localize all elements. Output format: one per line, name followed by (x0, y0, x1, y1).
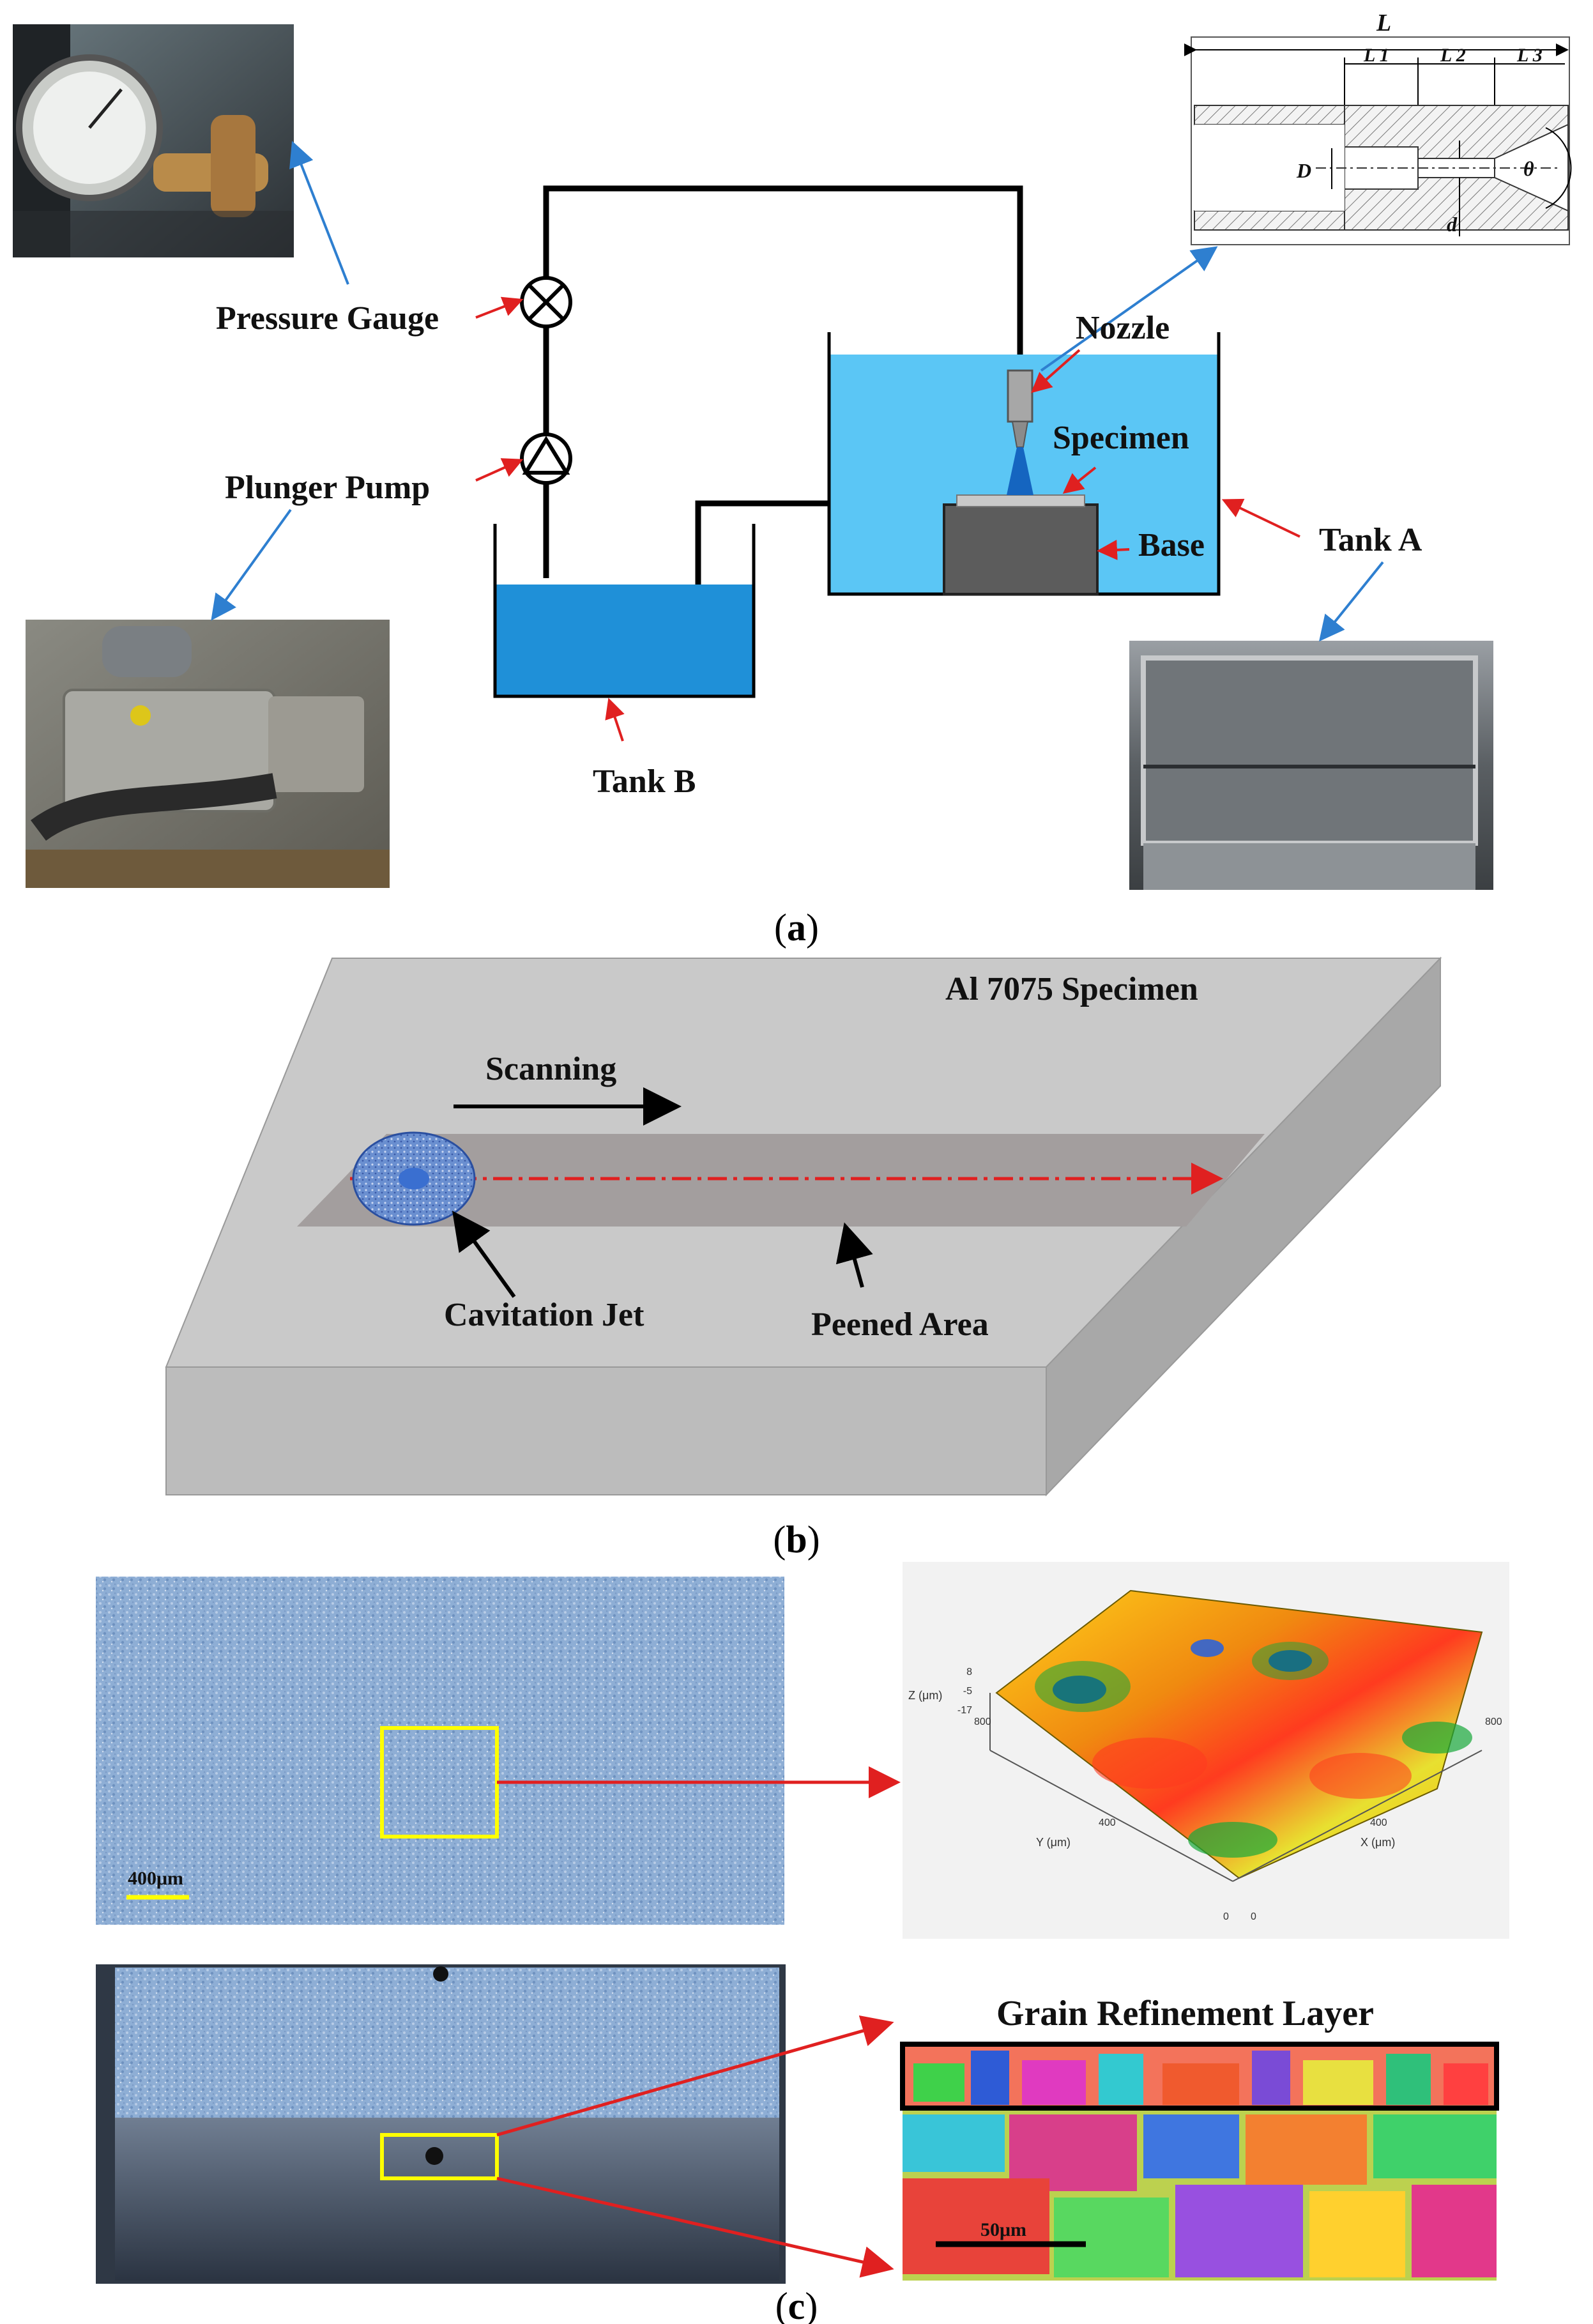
label-tank-a: Tank A (1319, 522, 1422, 558)
arrow-to-grain-bottom (496, 2176, 894, 2278)
scale-label-surface: 400μm (128, 1868, 183, 1889)
tick-800-left: 800 (974, 1716, 991, 1727)
dim-theta: θ (1523, 157, 1534, 180)
pointer-peened-area (835, 1222, 873, 1288)
label-pressure-gauge: Pressure Gauge (216, 300, 439, 337)
dim-D: D (1296, 159, 1311, 182)
tick-400-y: 400 (1099, 1817, 1116, 1828)
tank-a (827, 332, 1221, 596)
label-scanning: Scanning (485, 1051, 616, 1087)
blue-pointers (211, 141, 1384, 642)
dim-L3: L 3 (1516, 45, 1543, 66)
pressure-gauge-symbol (520, 276, 572, 328)
specimen-block-photo (96, 1964, 786, 2284)
label-peened-area: Peened Area (811, 1306, 989, 1343)
pressure-gauge-photo (13, 24, 294, 257)
refinement-layer-box (900, 2042, 1499, 2111)
label-specimen-title: Al 7075 Specimen (945, 971, 1198, 1007)
pump-symbol (520, 432, 572, 485)
pipe-network (543, 185, 1023, 597)
3d-surface-profile: 8 -5 -17 Z (μm) 800 800 400 400 Y (μm) X… (903, 1562, 1509, 1939)
caption-b: (b) (773, 1518, 819, 1561)
caption-a: (a) (774, 906, 819, 949)
x-axis-label: X (μm) (1361, 1836, 1395, 1849)
pointer-cavitation-jet (452, 1211, 516, 1298)
tick-0-x: 0 (1251, 1911, 1256, 1922)
specimen-side-face (1046, 956, 1441, 1497)
z-axis-label: Z (μm) (908, 1689, 942, 1702)
arrow-to-grain-top (496, 2015, 894, 2137)
specimen-plate (956, 494, 1085, 507)
specimen-front-face (165, 1366, 1047, 1495)
red-pointers (475, 296, 1300, 742)
dim-L1: L 1 (1363, 45, 1389, 66)
nozzle-drawing: L L 1 L 2 L 3 D d θ (1184, 10, 1572, 245)
z-tick-2: -5 (963, 1686, 972, 1697)
tank-a-photo (1129, 641, 1493, 890)
tick-400-x: 400 (1370, 1817, 1387, 1828)
plunger-pump-photo (26, 620, 390, 888)
label-grain-refinement: Grain Refinement Layer (996, 1994, 1374, 2033)
label-cavitation-jet: Cavitation Jet (444, 1297, 644, 1333)
tick-0-y: 0 (1223, 1911, 1229, 1922)
y-axis-label: Y (μm) (1036, 1836, 1071, 1849)
panel-b: Al 7075 Specimen Scanning Cavitation Jet… (165, 956, 1442, 1561)
tick-800-right: 800 (1485, 1716, 1502, 1727)
panel-a: L L 1 L 2 L 3 D d θ (13, 10, 1572, 949)
label-nozzle: Nozzle (1076, 310, 1170, 346)
z-tick-1: 8 (966, 1667, 972, 1678)
highlight-box-section (380, 2133, 499, 2180)
cavitation-jet-stream (1007, 447, 1033, 495)
base-block (943, 503, 1099, 595)
dim-d: d (1447, 213, 1458, 236)
label-plunger-pump: Plunger Pump (225, 470, 430, 506)
tank-b (493, 524, 756, 698)
dim-L: L (1376, 10, 1391, 36)
dim-L2: L 2 (1440, 45, 1466, 66)
grain-map: 50μm (900, 2042, 1499, 2281)
scale-label-grain: 50μm (980, 2219, 1026, 2240)
surface-micrograph: 400μm (96, 1577, 784, 1925)
label-base: Base (1138, 527, 1205, 563)
panel-c: 400μm 8 -5 -17 Z (μm) 800 800 400 (96, 1562, 1509, 2324)
label-specimen: Specimen (1053, 420, 1189, 456)
nozzle-body (1007, 369, 1033, 423)
label-tank-b: Tank B (593, 763, 696, 800)
z-tick-3: -17 (957, 1705, 972, 1716)
caption-c: (c) (775, 2285, 818, 2324)
cavitation-jet-spot (352, 1131, 476, 1226)
